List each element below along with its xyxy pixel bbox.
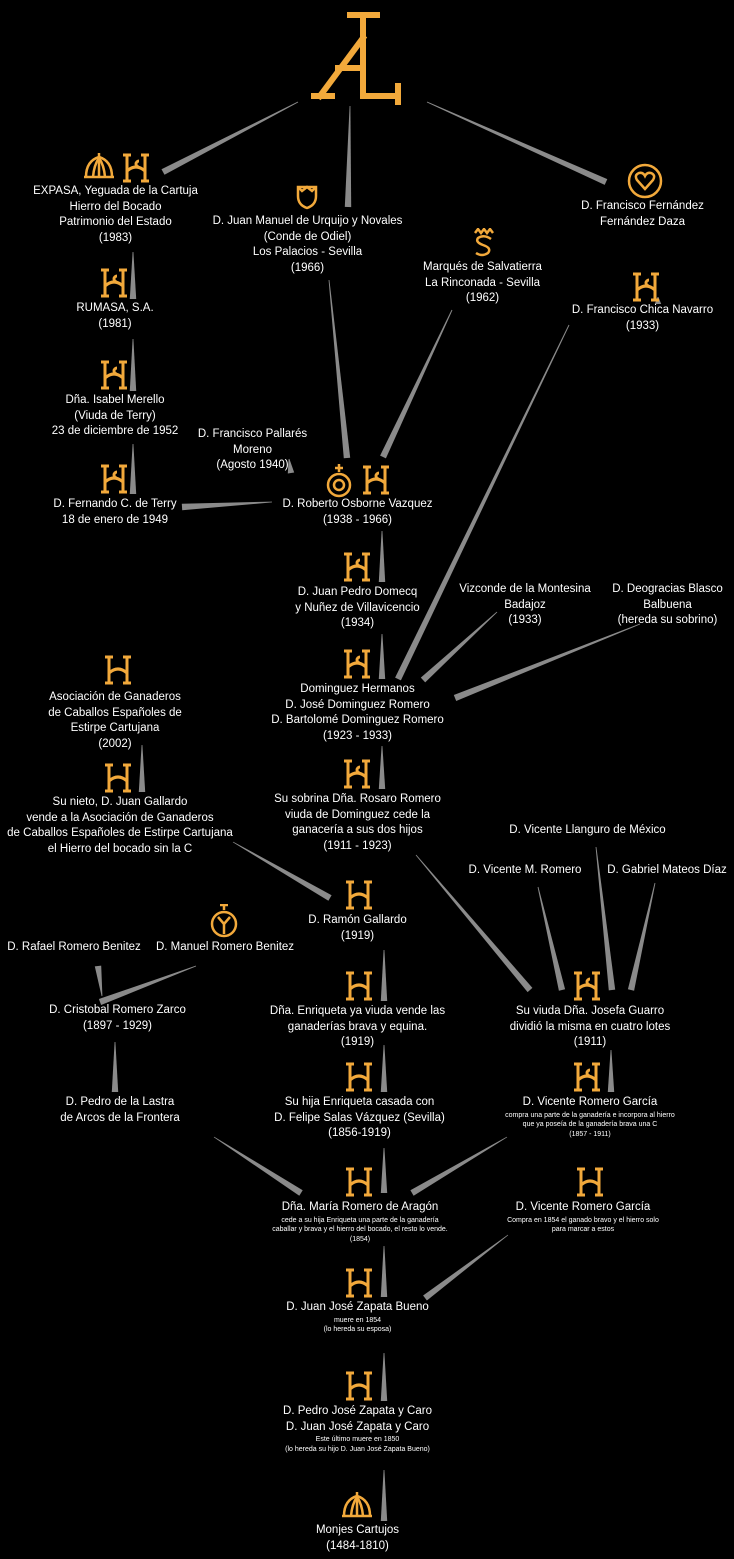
bocado-c-brand-icon <box>573 1062 601 1092</box>
connector-line <box>426 101 608 185</box>
connector-line <box>378 634 386 679</box>
connector-line <box>453 623 641 701</box>
node-osborne: D. Roberto Osborne Vazquez(1938 - 1966) <box>282 498 433 526</box>
bocado-c-brand-icon <box>122 153 150 183</box>
connector-line <box>328 280 351 459</box>
crowned-s-brand-icon <box>472 228 496 258</box>
connector-line <box>378 531 386 582</box>
connector-line <box>420 611 498 683</box>
connector-line <box>232 841 332 901</box>
node-romero-de-aragon: Dña. María Romero de Aragón cede a su hi… <box>272 1201 448 1243</box>
bocado-brand-icon <box>576 1167 604 1197</box>
connector-line <box>287 458 295 474</box>
connector-line <box>138 745 146 792</box>
node-vicente-romero-garcia-1: D. Vicente Romero García compra una part… <box>505 1096 675 1138</box>
node-llanguro: D. Vicente Llanguro de México <box>509 824 666 836</box>
al-logo <box>310 8 405 113</box>
bocado-c-brand-icon <box>343 552 371 582</box>
node-vicente-m-romero: D. Vicente M. Romero <box>468 864 582 876</box>
connector-line <box>607 1050 615 1092</box>
connector-line <box>129 252 137 299</box>
node-ramon-gallardo: D. Ramón Gallardo(1919) <box>308 914 407 942</box>
bocado-brand-icon <box>345 1167 373 1197</box>
connector-line <box>595 847 616 991</box>
connector-line <box>98 965 197 1005</box>
connector-line <box>380 1045 388 1092</box>
bocado-brand-icon <box>345 1371 373 1401</box>
circle-y-brand-icon <box>210 904 238 938</box>
heart-circle-brand-icon <box>626 162 664 200</box>
connector-line <box>378 746 386 789</box>
bocado-c-brand-icon <box>343 649 371 679</box>
connector-line <box>627 882 656 991</box>
circle-cross-brand-icon <box>326 464 352 498</box>
node-monjes-cartujos: Monjes Cartujos(1484-1810) <box>315 1524 400 1552</box>
node-chica-navarro: D. Francisco Chica Navarro(1933) <box>571 304 714 332</box>
bocado-c-brand-icon <box>100 268 128 298</box>
bocado-brand-icon <box>345 1268 373 1298</box>
node-zapata-bueno: D. Juan José Zapata Bueno muere en 1854(… <box>286 1301 429 1333</box>
bocado-c-brand-icon <box>632 272 660 302</box>
connector-line <box>380 1353 388 1401</box>
connector-line <box>129 339 137 391</box>
connector-line <box>537 886 566 991</box>
crown-brand-icon <box>84 153 114 179</box>
bocado-brand-icon <box>345 971 373 1001</box>
bocado-c-brand-icon <box>573 971 601 1001</box>
crown-brand-icon <box>342 1492 372 1518</box>
node-urquijo: D. Juan Manuel de Urquijo y Novales(Cond… <box>212 215 403 274</box>
connector-line <box>213 1136 303 1196</box>
node-mateos: D. Gabriel Mateos Díaz <box>607 864 727 876</box>
connector-line <box>410 1136 508 1196</box>
bocado-brand-icon <box>345 880 373 910</box>
bocado-brand-icon <box>104 763 132 793</box>
connector-line <box>380 1148 388 1193</box>
connector-line <box>161 101 299 175</box>
node-vicente-romero-garcia-2: D. Vicente Romero García Compra en 1854 … <box>507 1201 659 1233</box>
connector-line <box>344 106 352 208</box>
connector-line <box>111 1042 119 1092</box>
node-rumasa: RUMASA, S.A.(1981) <box>76 302 154 330</box>
bocado-brand-icon <box>345 1062 373 1092</box>
connector-line <box>395 324 570 681</box>
connector-line <box>415 854 533 993</box>
connector-line <box>380 1470 388 1521</box>
connector-line <box>181 501 272 511</box>
bocado-c-brand-icon <box>343 759 371 789</box>
connector-line <box>380 1246 388 1297</box>
node-manuel-romero: D. Manuel Romero Benitez <box>155 941 295 953</box>
connector-line <box>380 309 453 459</box>
node-cristobal: D. Cristobal Romero Zarco(1897 - 1929) <box>49 1004 186 1032</box>
node-merello: Dña. Isabel Merello(Viuda de Terry)23 de… <box>51 394 179 437</box>
bocado-c-brand-icon <box>100 464 128 494</box>
bocado-c-brand-icon <box>100 360 128 390</box>
connector-line <box>94 965 103 997</box>
connector-line <box>129 444 137 494</box>
bocado-c-brand-icon <box>362 465 390 495</box>
bocado-brand-icon <box>104 655 132 685</box>
node-rafael-romero: D. Rafael Romero Benitez <box>7 941 141 953</box>
connector-line <box>423 1234 509 1301</box>
connector-line <box>380 950 388 1001</box>
shield-brand-icon <box>296 184 318 210</box>
